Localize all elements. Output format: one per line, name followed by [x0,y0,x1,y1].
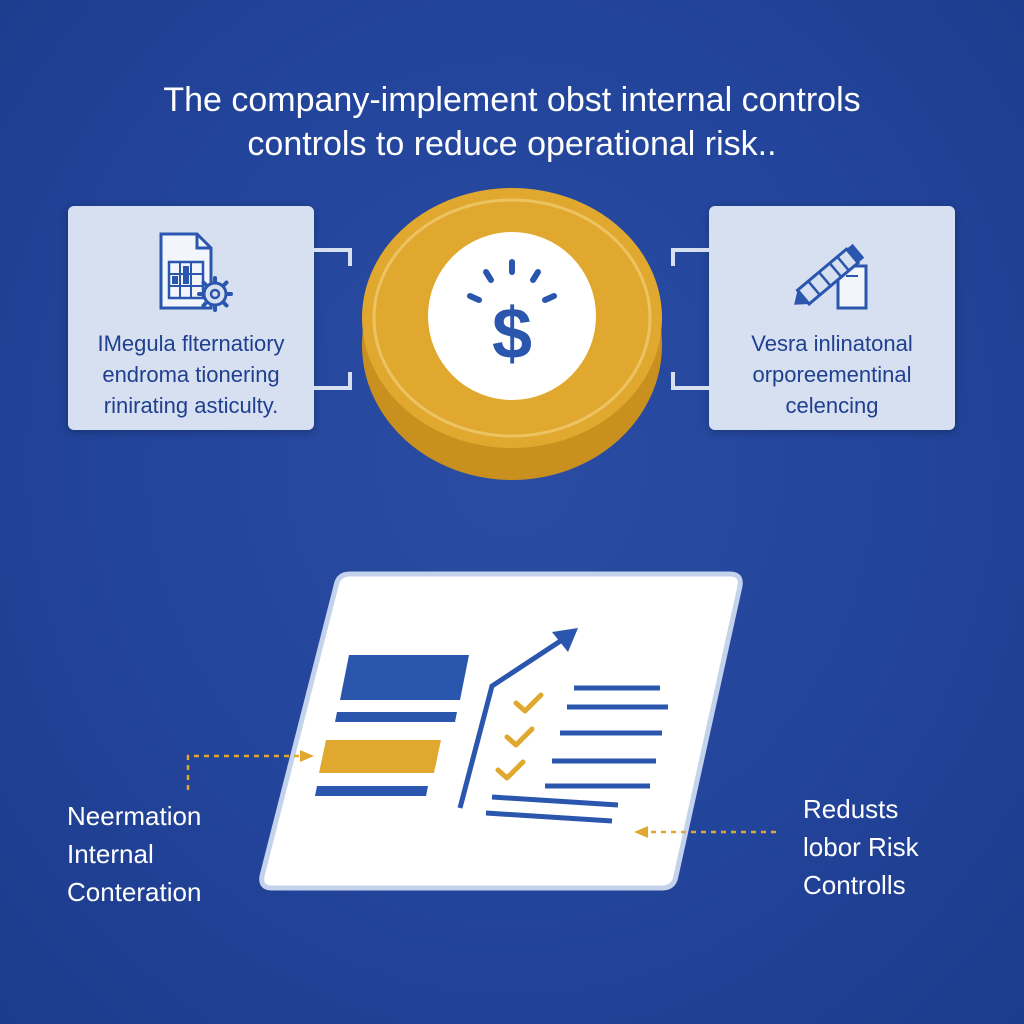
left-panel-text: IMegula flternatiory endroma tionering r… [74,328,308,421]
trend-arrow [457,633,570,809]
blue-bar [340,655,469,700]
dollar-sign-icon: $ [467,259,557,374]
bottom-left-label-line: Neermation [67,801,202,831]
list-lines [485,685,668,824]
checklist-chart-icon [315,628,668,824]
bottom-left-label: Neermation Internal Conteration [67,797,201,911]
page-title: The company-implement obst internal cont… [62,78,962,166]
right-panel-text: Vesra inlinatonal orporeementinal celenc… [715,328,949,421]
bottom-right-label-line: Redusts [803,794,899,824]
left-panel-line: IMegula flternatiory [97,331,285,356]
right-dashed-arrow [634,826,776,838]
bottom-right-label-line: lobor Risk [803,832,919,862]
right-connector [671,248,709,390]
pencil-chart-icon [794,243,868,310]
title-line-2: controls to reduce operational risk.. [247,125,777,164]
document-gear-icon [159,232,233,312]
right-info-panel: Vesra inlinatonal orporeementinal celenc… [709,206,955,430]
blue-line-bar [335,712,457,722]
title-line-1: The company-implement obst internal cont… [163,81,861,119]
bottom-right-label-line: Controlls [803,870,906,900]
left-connector [314,248,352,390]
report-card [259,571,743,891]
right-panel-line: orporeementinal [752,362,912,387]
dollar-symbol: $ [492,294,532,374]
left-info-panel: IMegula flternatiory endroma tionering r… [68,206,314,430]
blue-line-bar [315,786,428,796]
left-dashed-arrow [186,750,314,790]
bottom-left-label-line: Internal [67,839,154,869]
left-panel-line: rinirating asticulty. [103,393,279,418]
left-panel-line: endroma tionering [102,362,280,387]
right-panel-line: Vesra inlinatonal [751,331,913,356]
right-panel-line: celencing [785,393,879,418]
gold-bar [319,740,441,773]
bottom-left-label-line: Conteration [67,877,202,907]
check-marks [495,692,544,781]
center-coin [362,188,662,480]
bottom-right-label: Redusts lobor Risk Controlls [803,790,919,904]
